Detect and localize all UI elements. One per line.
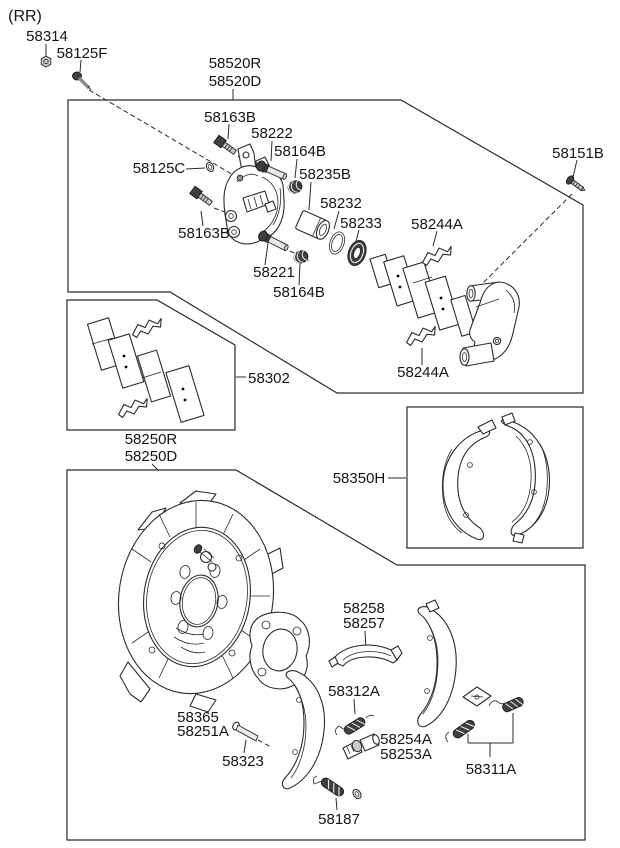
backing-plate-assembly-box (66, 469, 586, 841)
label-58232: 58232 (320, 195, 362, 212)
label-58254a: 58254A (380, 731, 432, 748)
leader-58163b-top (227, 123, 230, 140)
label-58222: 58222 (251, 125, 293, 142)
label-58163b-top: 58163B (204, 109, 256, 126)
pad-clip-58244a-top (419, 244, 455, 267)
leader-lines (45, 44, 578, 811)
leader-58187 (335, 797, 338, 811)
label-58253a: 58253A (380, 746, 432, 763)
label-58235b: 58235B (299, 166, 351, 183)
leader-58221 (264, 242, 269, 266)
label-58163b-bottom: 58163B (178, 225, 230, 242)
label-58125f: 58125F (57, 45, 108, 62)
leader-58235b (308, 181, 312, 211)
label-58151b: 58151B (552, 145, 604, 162)
label-58314: 58314 (26, 28, 68, 45)
piston-seal-58232 (328, 231, 346, 255)
shoe-kit-box (406, 406, 584, 549)
label-58251a: 58251A (177, 723, 229, 740)
leader-58164b-bottom (298, 263, 301, 286)
shoe-strut-58257 (328, 644, 403, 668)
bolt-58125f (72, 71, 92, 91)
group-boxes (66, 99, 586, 841)
caliper-assembly-box (67, 99, 584, 394)
shoe-pin-58323 (232, 721, 259, 742)
brake-pads-upper (369, 244, 477, 347)
leader-58125f (79, 59, 82, 73)
guide-bolt-58163b-bottom (189, 185, 214, 207)
parking-shoe-right (417, 599, 457, 728)
leader-58164b-top (294, 158, 298, 179)
label-58257: 58257 (343, 615, 385, 632)
pad-clip-58244a-bottom (403, 324, 439, 347)
leader-58163b-bottom (200, 210, 204, 227)
gasket (249, 611, 310, 690)
label-58244a-top: 58244A (411, 216, 463, 233)
leader-58222 (270, 140, 273, 162)
label-58520r: 58520R (209, 55, 262, 72)
label-58244a-bottom: 58244A (397, 364, 449, 381)
region-tag: (RR) (8, 8, 42, 25)
guide-rod-58222 (256, 160, 288, 180)
padkit-clip-top (129, 316, 165, 339)
label-58164b-top: 58164B (274, 143, 326, 160)
caliper-carrier-bracket (459, 281, 520, 367)
screw-58151b-dash-line (481, 193, 573, 285)
shoe-return-spring-58312a (335, 714, 375, 737)
label-58221: 58221 (253, 264, 295, 281)
padkit-clip-bottom (115, 396, 151, 419)
hold-down-clip-58311a (462, 686, 492, 707)
label-58323: 58323 (222, 753, 264, 770)
parking-shoe-kit (442, 412, 551, 544)
leader-58244a-top (432, 230, 438, 247)
leader-58125c (185, 167, 206, 170)
adjuster-58253a (342, 733, 380, 760)
backing-plate-58365 (117, 490, 284, 713)
label-58520d: 58520D (209, 73, 262, 90)
label-58350h: 58350H (333, 470, 386, 487)
brake-pad-kit (86, 316, 205, 423)
pad-kit-box (66, 299, 236, 431)
label-58233: 58233 (340, 215, 382, 232)
guide-bolt-58163b-top (213, 134, 238, 156)
label-58250d: 58250D (125, 448, 178, 465)
leader-58312a (353, 698, 356, 715)
label-58302: 58302 (248, 370, 290, 387)
leader-58151b (572, 159, 578, 178)
guide-rod-58221 (258, 230, 289, 252)
leader-58233 (355, 229, 360, 242)
label-58250r: 58250R (125, 431, 178, 448)
label-58258: 58258 (343, 600, 385, 617)
label-58365: 58365 (177, 709, 219, 726)
bolt-58125f-dash-line (88, 89, 236, 177)
washer-58125c (205, 161, 215, 173)
hold-down-springs-58311a (445, 695, 526, 743)
piston-58235b (295, 210, 330, 240)
parking-lever-pivot (193, 544, 217, 572)
leader-58232 (333, 210, 340, 230)
piston-boot-58233 (347, 239, 367, 267)
bush-58164b-bottom (291, 248, 311, 266)
label-58164b-bottom: 58164B (273, 284, 325, 301)
label-58311a: 58311A (466, 761, 517, 778)
label-58312a: 58312A (328, 683, 380, 700)
nut-58314 (40, 55, 52, 68)
leader-58250 (151, 463, 159, 471)
screw-58151b (565, 175, 586, 192)
part-labels: (RR) 58314 58125F 58520R 58520D 58163B 5… (8, 8, 604, 828)
label-58187: 58187 (318, 811, 360, 828)
leader-58323 (243, 739, 247, 754)
parking-shoe-left (281, 670, 326, 790)
label-58125c: 58125C (133, 160, 186, 177)
pin-58323-dash-line (257, 739, 272, 748)
adjuster-spring-58187 (313, 775, 362, 800)
leader-58311a-bracket (467, 713, 514, 757)
